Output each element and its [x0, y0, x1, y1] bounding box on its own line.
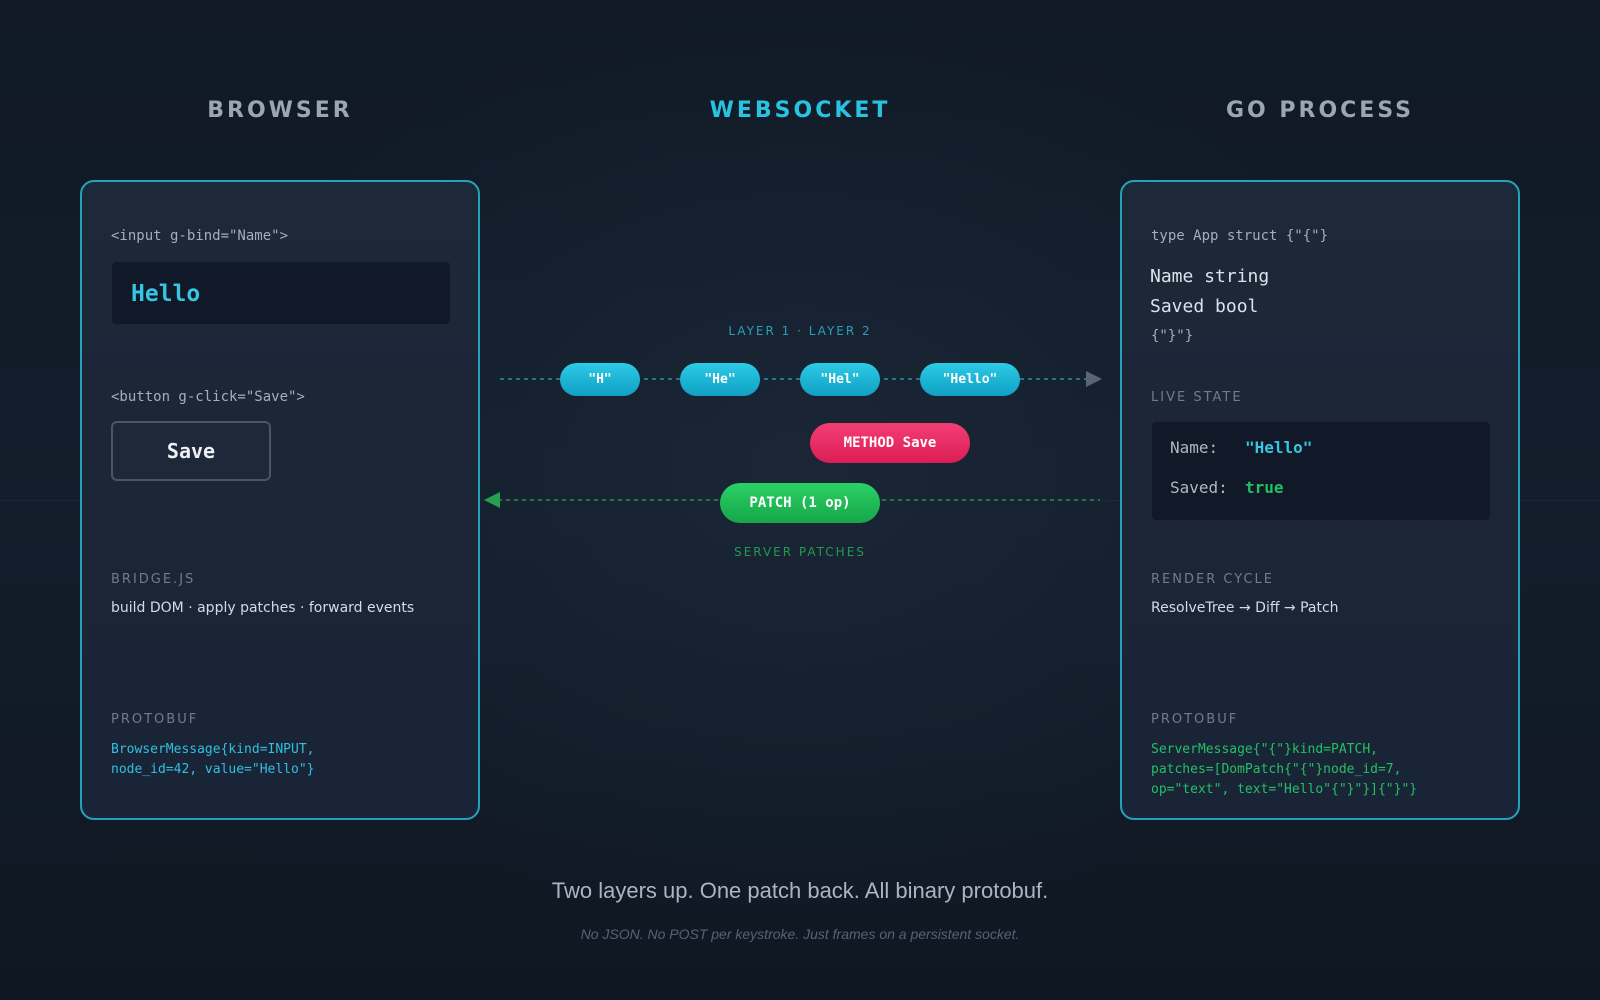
save-button[interactable]: Save: [111, 421, 271, 481]
struct-field: Name string: [1150, 266, 1270, 287]
struct-close-code: {"}"}: [1151, 328, 1194, 344]
input-tag-code: <input g-bind="Name">: [111, 228, 289, 244]
bridge-js-label: BRIDGE.JS: [111, 572, 196, 587]
patch-frame: PATCH (1 op): [720, 483, 880, 523]
upstream-label: LAYER 1 · LAYER 2: [728, 324, 872, 338]
websocket-column-title: WEBSOCKET: [709, 98, 891, 123]
live-state-key: Name:: [1170, 438, 1219, 457]
server-message-code: ServerMessage{"{"}kind=PATCH, patches=[D…: [1151, 742, 1418, 797]
keystroke-frame: "Hello": [920, 363, 1020, 396]
button-tag-code: <button g-click="Save">: [111, 389, 305, 405]
method-save-frame: METHOD Save: [810, 423, 970, 463]
live-state-key: Saved:: [1170, 478, 1228, 497]
struct-fields: Name string Saved bool: [1150, 262, 1269, 322]
footer-headline: Two layers up. One patch back. All binar…: [551, 878, 1049, 903]
live-state-value: true: [1245, 478, 1284, 497]
browser-message-code: BrowserMessage{kind=INPUT, node_id=42, v…: [111, 742, 315, 777]
go-protobuf-label: PROTOBUF: [1151, 712, 1239, 727]
live-state-value: "Hello": [1245, 438, 1313, 457]
browser-protobuf-label: PROTOBUF: [111, 712, 199, 727]
keystroke-frame: "H": [560, 363, 640, 396]
keystroke-frame: "Hel": [800, 363, 880, 396]
downstream-label: SERVER PATCHES: [734, 545, 866, 559]
keystroke-frame: "He": [680, 363, 760, 396]
render-cycle-label: RENDER CYCLE: [1151, 572, 1274, 587]
render-cycle-description: ResolveTree → Diff → Patch: [1151, 600, 1339, 616]
browser-panel: <input g-bind="Name"> Hello <button g-cl…: [80, 180, 480, 820]
footer-subline: No JSON. No POST per keystroke. Just fra…: [580, 926, 1020, 942]
name-input[interactable]: Hello: [112, 262, 450, 324]
struct-header-code: type App struct {"{"}: [1151, 228, 1329, 244]
bridge-js-description: build DOM · apply patches · forward even…: [111, 600, 415, 616]
live-state-label: LIVE STATE: [1151, 390, 1243, 405]
go-process-panel: type App struct {"{"} Name string Saved …: [1120, 180, 1520, 820]
struct-field: Saved bool: [1150, 296, 1259, 317]
browser-column-title: BROWSER: [207, 98, 353, 123]
go-process-column-title: GO PROCESS: [1225, 98, 1415, 123]
live-state-box: Name: "Hello" Saved: true: [1152, 422, 1490, 520]
upstream-arrow-icon: [1086, 371, 1102, 387]
